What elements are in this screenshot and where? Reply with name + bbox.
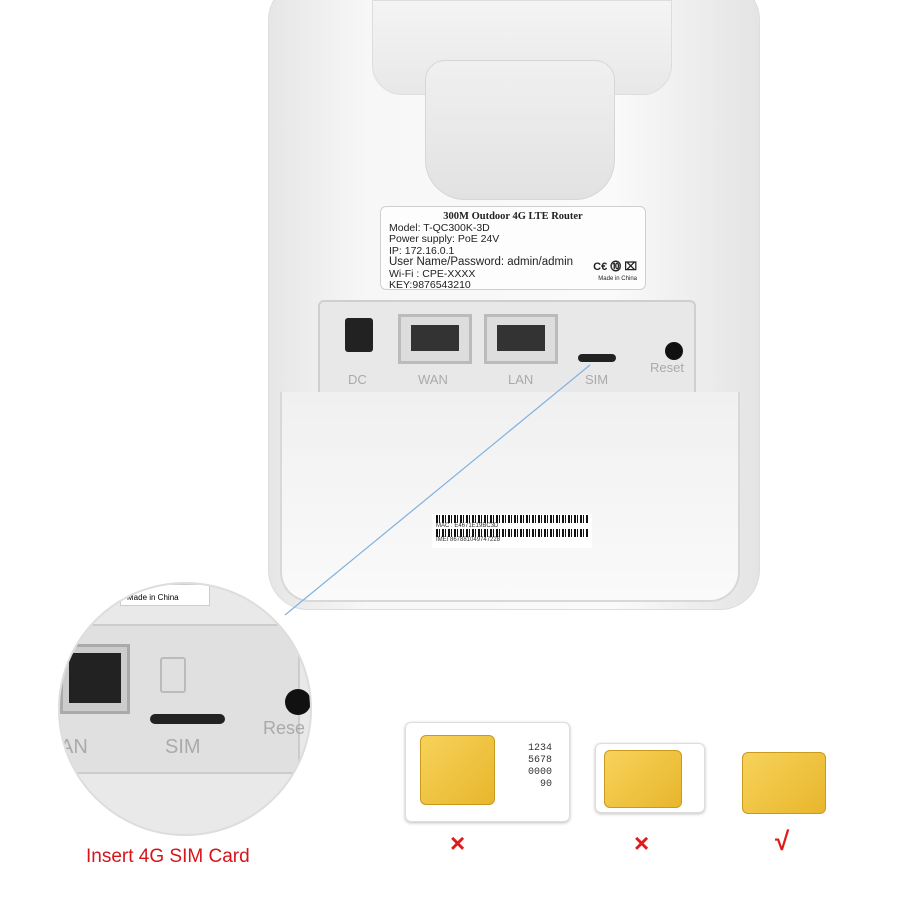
micro-sim-card — [595, 743, 705, 813]
sim-number: 1234 — [528, 743, 553, 754]
wan-port — [398, 314, 472, 364]
label-wifi: Wi-Fi : CPE-XXXX — [389, 267, 476, 280]
port-cover-flap — [280, 392, 740, 602]
label-key: KEY:9876543210 — [389, 279, 471, 291]
zoom-circle: Made in China AN SIM Rese — [58, 582, 312, 836]
zoom-reset-button — [285, 689, 310, 715]
zoom-sim-label: SIM — [165, 736, 201, 758]
imei: IMEI 867881049747228 — [436, 537, 501, 543]
caption: Insert 4G SIM Card — [86, 846, 250, 867]
sim-slot — [578, 354, 616, 362]
label-ip: IP: 172.16.0.1 — [389, 244, 455, 257]
product-label: 300M Outdoor 4G LTE Router Model: T-QC30… — [380, 206, 646, 291]
sim-label: SIM — [585, 372, 609, 387]
standard-sim-card: 1234 5678 0000 90 — [405, 722, 570, 822]
sim-chip — [420, 735, 495, 805]
barcode-sticker: MAC : E4671E19BC3D IMEI 867881049747228 — [432, 514, 592, 548]
sim-icon — [160, 657, 186, 693]
cross-icon: × — [634, 828, 650, 858]
zoom-lan-label: AN — [60, 736, 88, 758]
sim-number: 0000 — [528, 767, 553, 778]
sim-number: 5678 — [528, 755, 553, 766]
label-credentials: User Name/Password: admin/admin — [389, 256, 574, 268]
check-icon: √ — [775, 826, 790, 856]
nano-sim-card — [742, 752, 826, 814]
cross-icon: × — [450, 828, 466, 858]
zoom-sim-slot — [150, 714, 225, 724]
sim-chip — [604, 750, 682, 808]
sim-number: 90 — [540, 779, 553, 790]
dc-label: DC — [348, 372, 367, 387]
label-model: Model: T-QC300K-3D — [389, 221, 490, 234]
reset-label: Reset — [650, 360, 684, 375]
lan-label: LAN — [508, 372, 534, 387]
label-power: Power supply: PoE 24V — [389, 233, 500, 245]
mac-address: MAC : E4671E19BC3D — [436, 523, 499, 529]
reset-button — [665, 342, 683, 360]
label-title: 300M Outdoor 4G LTE Router — [443, 211, 583, 222]
lan-port — [484, 314, 558, 364]
zoom-made-in: Made in China — [120, 584, 210, 606]
zoom-reset-label: Rese — [263, 718, 306, 738]
mount-bracket-arm — [425, 60, 615, 200]
dc-port — [345, 318, 373, 352]
zoom-lan-port — [60, 644, 130, 714]
label-made-in: Made in China — [598, 275, 637, 282]
wan-label: WAN — [418, 372, 448, 387]
certification-marks: C€ ⓾ ⌧Made in China — [593, 261, 637, 285]
